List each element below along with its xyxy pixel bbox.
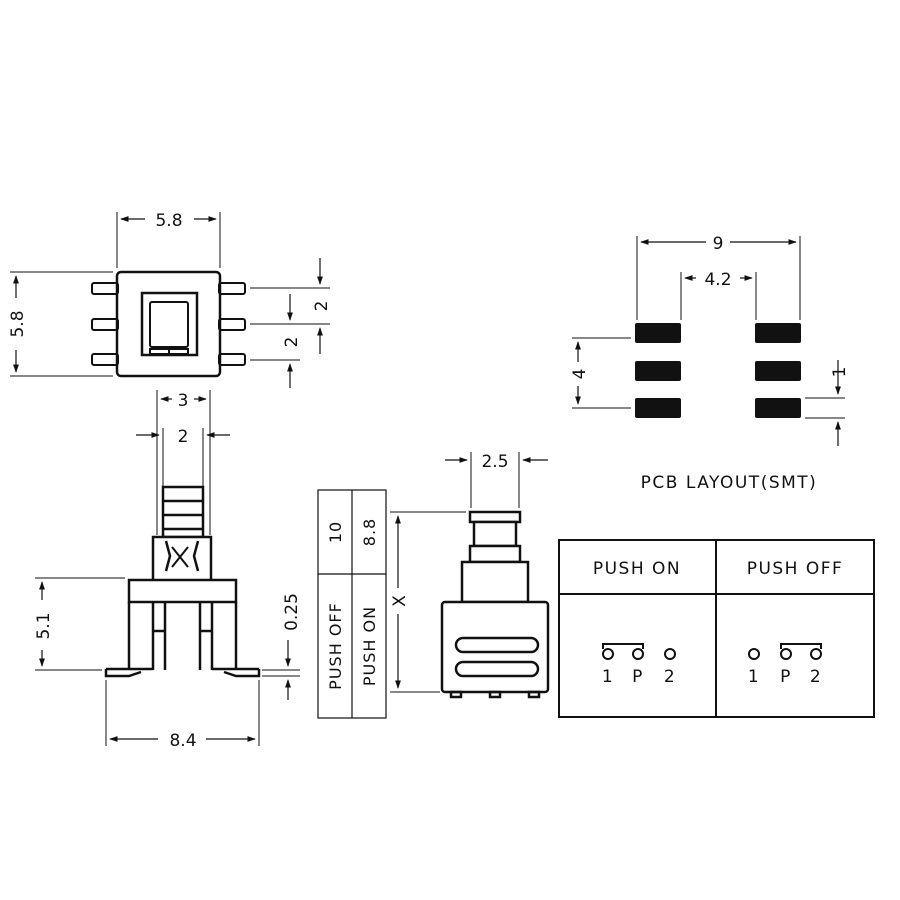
dim-pcb-pad-text: 1: [830, 367, 850, 378]
dim-pcb-overall: 9: [636, 234, 801, 320]
dim-top-height: 5.8: [8, 271, 113, 377]
dim-plunger-outer: 3: [156, 390, 211, 535]
pcb-pads: [635, 323, 801, 418]
side-view: 3 2 5.1 0.25: [34, 390, 302, 751]
dim-front-height-text: X: [390, 595, 410, 607]
dim-body-height: 5.1: [34, 577, 125, 671]
dim-pcb-rows: 4: [570, 337, 631, 409]
side-view-body: [104, 578, 261, 678]
push-on-pin-2: 2: [664, 667, 676, 687]
dim-top-width: 5.8: [116, 211, 221, 268]
height-table-state-on: PUSH ON: [360, 606, 379, 686]
height-table: 10 8.8 PUSH OFF PUSH ON: [317, 489, 387, 719]
dim-top-pitch-a: 2: [250, 258, 332, 354]
dim-top-width-text: 5.8: [155, 211, 182, 231]
push-off-pin-p: P: [780, 667, 792, 687]
dim-pcb-inner: 4.2: [680, 270, 757, 320]
push-off-pin-2: 2: [810, 667, 822, 687]
dim-front-height: X: [390, 511, 466, 693]
front-view-plunger: [460, 510, 530, 604]
dim-pcb-pad: 1: [805, 360, 850, 446]
dim-plunger-inner-text: 2: [178, 427, 189, 447]
dim-plunger-outer-text: 3: [178, 391, 189, 411]
dim-pcb-inner-text: 4.2: [704, 270, 731, 290]
dim-lead-thickness: 0.25: [262, 593, 302, 700]
dim-overall-width: 8.4: [105, 680, 260, 751]
dim-lead-thickness-text: 0.25: [282, 593, 302, 631]
front-view: 2.5 X: [390, 452, 550, 699]
front-view-body: [440, 600, 550, 699]
dim-front-plunger: 2.5: [445, 452, 548, 508]
side-view-plunger: [151, 485, 213, 583]
dim-body-height-text: 5.1: [34, 612, 54, 639]
dim-top-pitch-b: 2: [250, 294, 302, 388]
pcb-layout-caption: PCB LAYOUT(SMT): [641, 473, 818, 493]
dim-pcb-overall-text: 9: [713, 234, 724, 254]
state-table-header-push-off: PUSH OFF: [747, 559, 844, 579]
push-on-pin-p: P: [632, 667, 644, 687]
top-view-body: [115, 270, 222, 378]
dim-top-height-text: 5.8: [8, 310, 28, 337]
height-table-value-on: 8.8: [360, 518, 379, 546]
top-view: 5.8 5.8 2 2: [8, 211, 332, 388]
push-off-pin-1: 1: [748, 667, 760, 687]
push-off-contact-symbol: [748, 643, 822, 660]
dim-top-pitch-b-text: 2: [282, 337, 302, 348]
state-table-header-push-on: PUSH ON: [593, 559, 681, 579]
height-table-value-off: 10: [326, 521, 345, 543]
push-on-contact-symbol: [602, 643, 676, 660]
dim-top-pitch-a-text: 2: [312, 301, 332, 312]
push-on-pin-1: 1: [602, 667, 614, 687]
dim-overall-width-text: 8.4: [169, 731, 196, 751]
state-table: PUSH ON PUSH OFF 1 P 2 1 P 2: [558, 539, 875, 718]
dim-plunger-inner: 2: [136, 427, 230, 486]
height-table-state-off: PUSH OFF: [326, 602, 345, 690]
dim-pcb-rows-text: 4: [570, 369, 590, 380]
pcb-layout: 9 4.2 4 1 PCB LAYOUT(SMT): [570, 234, 850, 493]
dim-front-plunger-text: 2.5: [481, 452, 508, 472]
